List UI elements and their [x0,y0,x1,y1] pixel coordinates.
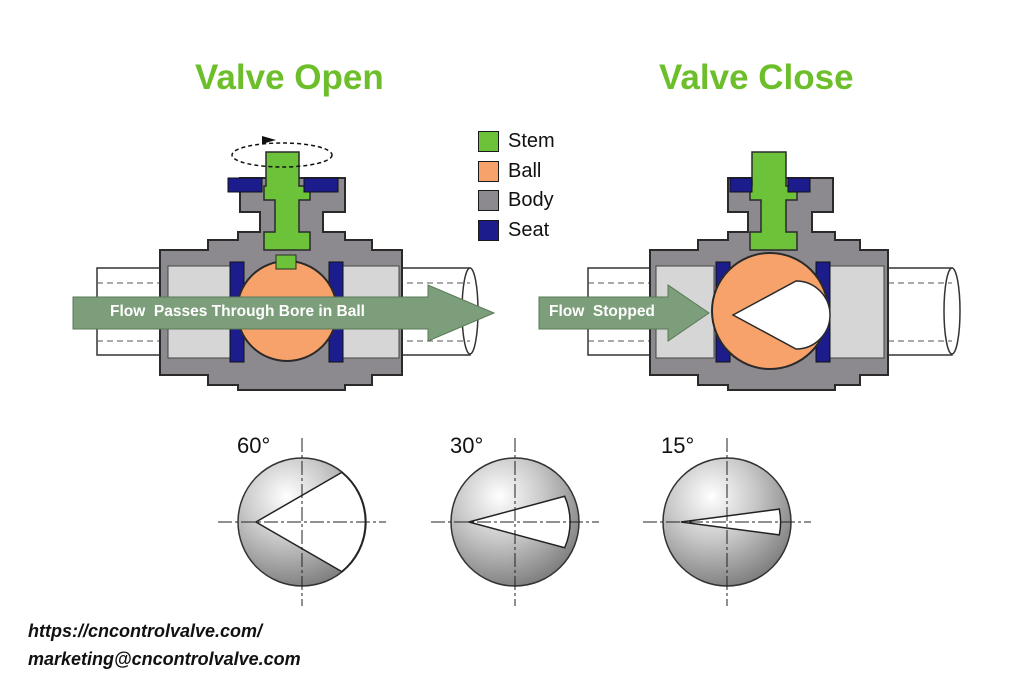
ball-diagram-15 [643,438,811,606]
legend-label-ball: Ball [508,159,542,182]
flow-stopped-label: Flow Stopped [549,303,655,320]
contact-email[interactable]: marketing@cncontrolvalve.com [28,649,301,669]
pipe-right-close [879,267,953,356]
ball-angle-diagrams [218,438,811,606]
legend-swatch-body [478,190,499,212]
legend-label-stem: Stem [508,130,555,153]
legend: Stem Ball Body Seat [478,127,555,245]
title-valve-close: Valve Close [659,58,854,97]
angle-label-30: 30° [450,433,484,458]
rotation-arrow [231,142,333,168]
legend-item-ball: Ball [478,157,555,187]
title-valve-open: Valve Open [195,58,384,97]
legend-label-seat: Seat [508,218,550,241]
angle-label-60: 60° [237,433,271,458]
angle-label-15: 15° [661,433,695,458]
legend-swatch-stem [478,131,499,153]
legend-item-body: Body [478,186,555,216]
legend-swatch-ball [478,160,499,182]
legend-label-body: Body [508,189,554,212]
valve-close-drawing [538,151,961,391]
ball-diagram-60 [218,438,386,606]
ball-bore-close [731,280,831,350]
ball-diagram-30 [431,438,599,606]
flow-arrow-stopped [538,284,710,342]
flow-open-label: Flow Passes Through Bore in Ball [110,303,365,320]
legend-item-seat: Seat [478,216,555,246]
legend-swatch-seat [478,219,499,241]
legend-item-stem: Stem [478,127,555,157]
valve-open-drawing [72,136,496,391]
website-link[interactable]: https://cncontrolvalve.com/ [28,621,263,641]
flow-arrow-open [72,284,496,342]
